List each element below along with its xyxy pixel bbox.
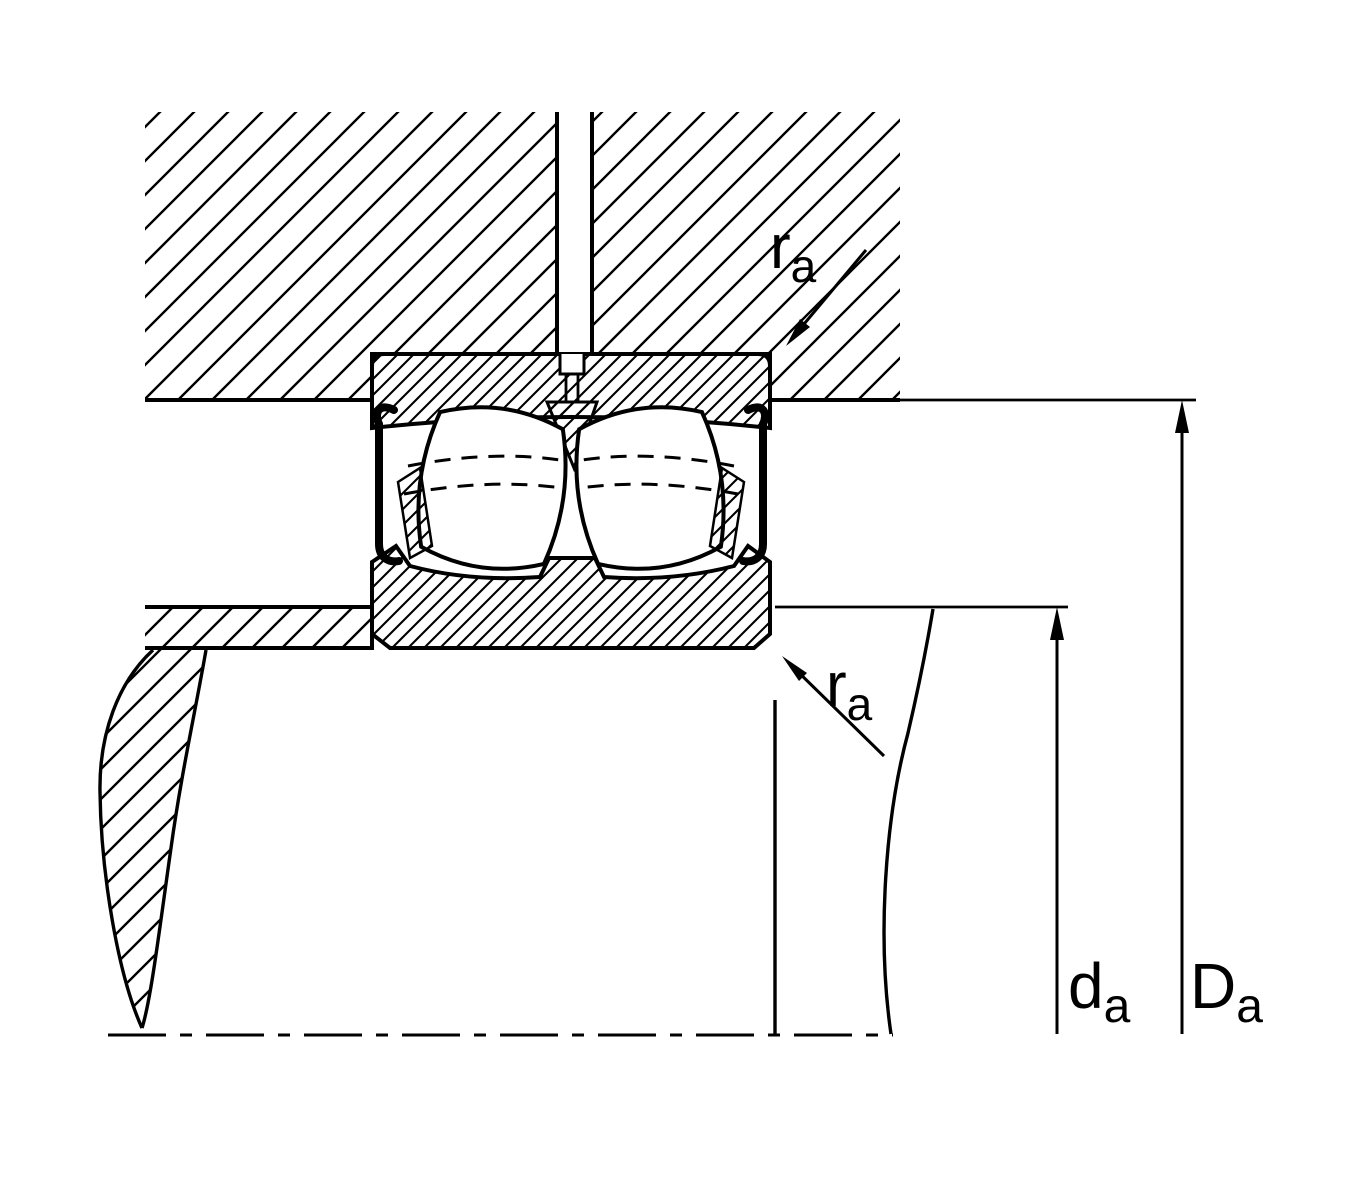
fillet-leader-top: ra [770,213,868,346]
leader-arrowhead [786,319,810,346]
lubrication-groove [558,354,586,376]
dimension-arrow-da [1050,607,1064,640]
shaft-breakout-area [99,650,206,1028]
label-fillet-top: ra [770,213,817,292]
housing-outline [145,112,900,402]
label-fillet-bottom: ra [826,651,873,730]
shaft-right-break-curve [882,608,935,1035]
dimension-lines: da Da [775,398,1263,1034]
cage-section-right [708,465,746,560]
label-housing-abutment-diameter: Da [1190,950,1263,1033]
cage-section-left [396,465,434,560]
leader-arrowhead [782,656,807,681]
housing-hatch-area [145,112,900,400]
fillet-leader-bottom: ra [782,651,886,758]
bearing-inner-ring [370,543,772,650]
housing-section [145,112,900,402]
lubrication-hole-channel [564,374,580,402]
leader-line [792,249,868,337]
dimension-arrow-Da [1175,400,1189,433]
bearing-assembly [370,352,772,650]
shaft-shoulder-band [145,607,372,648]
leader-line [788,662,886,758]
shaft-section [98,605,935,1035]
shaft-breakout-outline [98,648,208,1029]
seal-right [739,403,769,566]
label-shaft-abutment-diameter: da [1068,950,1131,1033]
roller-pitch-dashed-lines [403,454,739,496]
seal-left [373,403,403,566]
